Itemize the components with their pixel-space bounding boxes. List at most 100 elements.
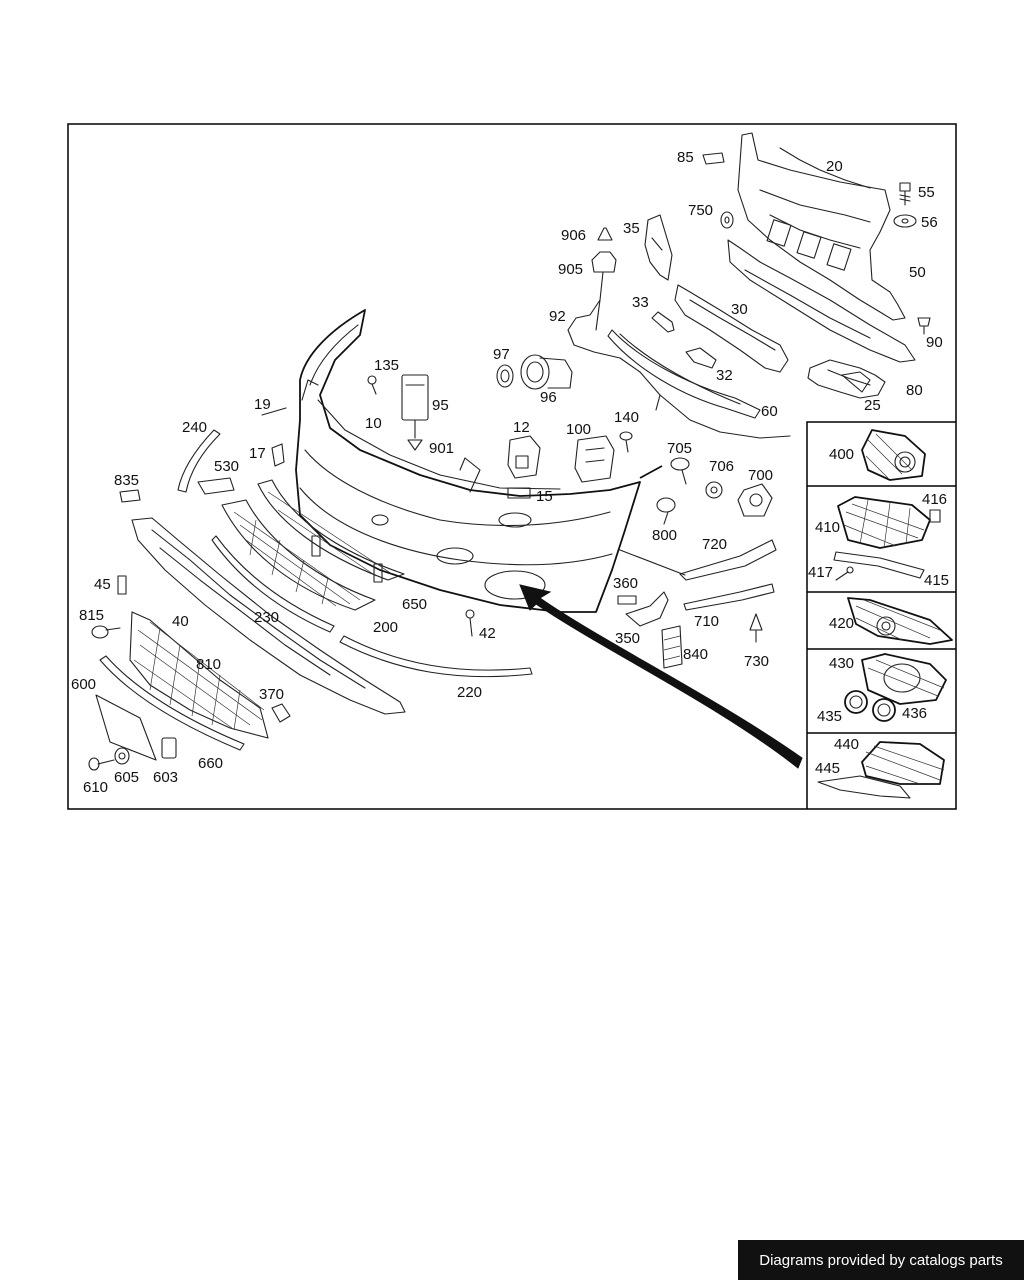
ring-435 [844, 690, 868, 714]
part-label-56: 56 [921, 214, 938, 231]
part-label-370: 370 [259, 686, 284, 703]
grille-650 [257, 479, 405, 583]
attribution-badge: Diagrams provided by catalogs parts [738, 1240, 1024, 1280]
part-label-815: 815 [79, 607, 104, 624]
clip-835 [119, 489, 141, 503]
clip-360 [617, 595, 637, 605]
strip-415 [833, 551, 925, 579]
bolt-55 [899, 182, 911, 206]
sensor-housing-96 [520, 354, 573, 390]
part-label-19: 19 [254, 396, 271, 413]
part-label-35: 35 [623, 220, 640, 237]
module-95 [401, 374, 429, 439]
support-30 [674, 284, 789, 373]
washer-605 [114, 747, 130, 765]
part-label-360: 360 [613, 575, 638, 592]
part-label-600: 600 [71, 676, 96, 693]
part-label-605: 605 [114, 769, 139, 786]
bracket-12 [507, 435, 541, 479]
part-label-700: 700 [748, 467, 773, 484]
screw-140 [619, 431, 633, 453]
part-label-12: 12 [513, 419, 530, 436]
part-label-440: 440 [834, 736, 859, 753]
trim-445 [817, 775, 911, 799]
strip-240 [177, 429, 221, 493]
part-label-835: 835 [114, 472, 139, 489]
part-label-730: 730 [744, 653, 769, 670]
part-label-90: 90 [926, 334, 943, 351]
part-label-350: 350 [615, 630, 640, 647]
part-label-10: 10 [365, 415, 382, 432]
part-label-240: 240 [182, 419, 207, 436]
part-label-417: 417 [808, 564, 833, 581]
part-label-30: 30 [731, 301, 748, 318]
part-label-80: 80 [906, 382, 923, 399]
plate-600 [95, 694, 157, 761]
grille-200 [221, 499, 376, 611]
part-label-20: 20 [826, 158, 843, 175]
part-label-660: 660 [198, 755, 223, 772]
part-label-420: 420 [829, 615, 854, 632]
clip-85 [702, 152, 725, 165]
part-label-445: 445 [815, 760, 840, 777]
pointer-arrow [519, 584, 803, 769]
fog-grille-420 [847, 597, 953, 645]
part-label-650: 650 [402, 596, 427, 613]
part-label-220: 220 [457, 684, 482, 701]
strip-60 [607, 329, 761, 419]
part-label-901: 901 [429, 440, 454, 457]
part-label-97: 97 [493, 346, 510, 363]
part-label-603: 603 [153, 769, 178, 786]
part-label-140: 140 [614, 409, 639, 426]
ring-436 [872, 698, 896, 722]
clip-370 [271, 703, 291, 723]
part-label-42: 42 [479, 625, 496, 642]
part-label-50: 50 [909, 264, 926, 281]
fog-grille-440 [861, 741, 945, 785]
part-label-33: 33 [632, 294, 649, 311]
washer-56 [893, 214, 917, 228]
screw-815 [91, 625, 121, 639]
part-label-25: 25 [864, 397, 881, 414]
sensor-906 [597, 227, 613, 241]
fog-grille-400 [861, 429, 926, 481]
part-label-135: 135 [374, 357, 399, 374]
part-label-60: 60 [761, 403, 778, 420]
bracket-100 [574, 435, 615, 483]
spoiler-40 [131, 517, 406, 715]
part-label-905: 905 [558, 261, 583, 278]
part-label-750: 750 [688, 202, 713, 219]
screw-800 [656, 497, 676, 525]
cable-92 [567, 271, 791, 439]
mount-700 [737, 483, 773, 517]
part-label-800: 800 [652, 527, 677, 544]
clip-17 [271, 443, 285, 467]
screw-705 [639, 457, 690, 485]
clip-416 [929, 509, 941, 523]
part-label-810: 810 [196, 656, 221, 673]
part-label-840: 840 [683, 646, 708, 663]
cover-530 [197, 477, 235, 495]
part-label-710: 710 [694, 613, 719, 630]
plug-901 [407, 439, 423, 451]
part-labels: 85 20 55 56 750 50 906 35 905 33 30 92 9… [71, 149, 949, 796]
part-label-436: 436 [902, 705, 927, 722]
ring-97 [496, 364, 514, 388]
part-label-720: 720 [702, 536, 727, 553]
bracket-35 [644, 214, 673, 281]
clip-15 [507, 487, 531, 499]
part-label-410: 410 [815, 519, 840, 536]
grille-810 [129, 611, 269, 739]
screw-135 [367, 375, 377, 395]
diagram-frame [67, 123, 957, 810]
fog-grille-430 [861, 653, 947, 705]
grille-410 [837, 496, 931, 549]
insert-840 [661, 625, 683, 669]
nut-750 [720, 211, 734, 229]
bracket-710 [683, 583, 775, 611]
part-label-200: 200 [373, 619, 398, 636]
part-label-32: 32 [716, 367, 733, 384]
clip-42 [465, 609, 475, 637]
part-label-610: 610 [83, 779, 108, 796]
clip-32 [685, 347, 717, 369]
